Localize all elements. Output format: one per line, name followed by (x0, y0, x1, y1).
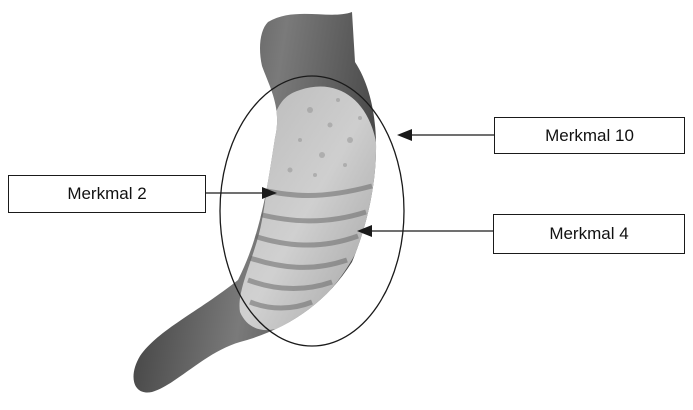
callout-feature-4-label: Merkmal 4 (549, 224, 628, 244)
callout-feature-10-label: Merkmal 10 (545, 126, 634, 146)
textured-region (239, 87, 378, 331)
callout-feature-2-label: Merkmal 2 (67, 184, 146, 204)
callout-feature-2: Merkmal 2 (8, 175, 206, 213)
arrowhead-feature-10 (397, 129, 412, 141)
callout-feature-10: Merkmal 10 (494, 117, 685, 154)
callout-feature-4: Merkmal 4 (493, 214, 685, 254)
